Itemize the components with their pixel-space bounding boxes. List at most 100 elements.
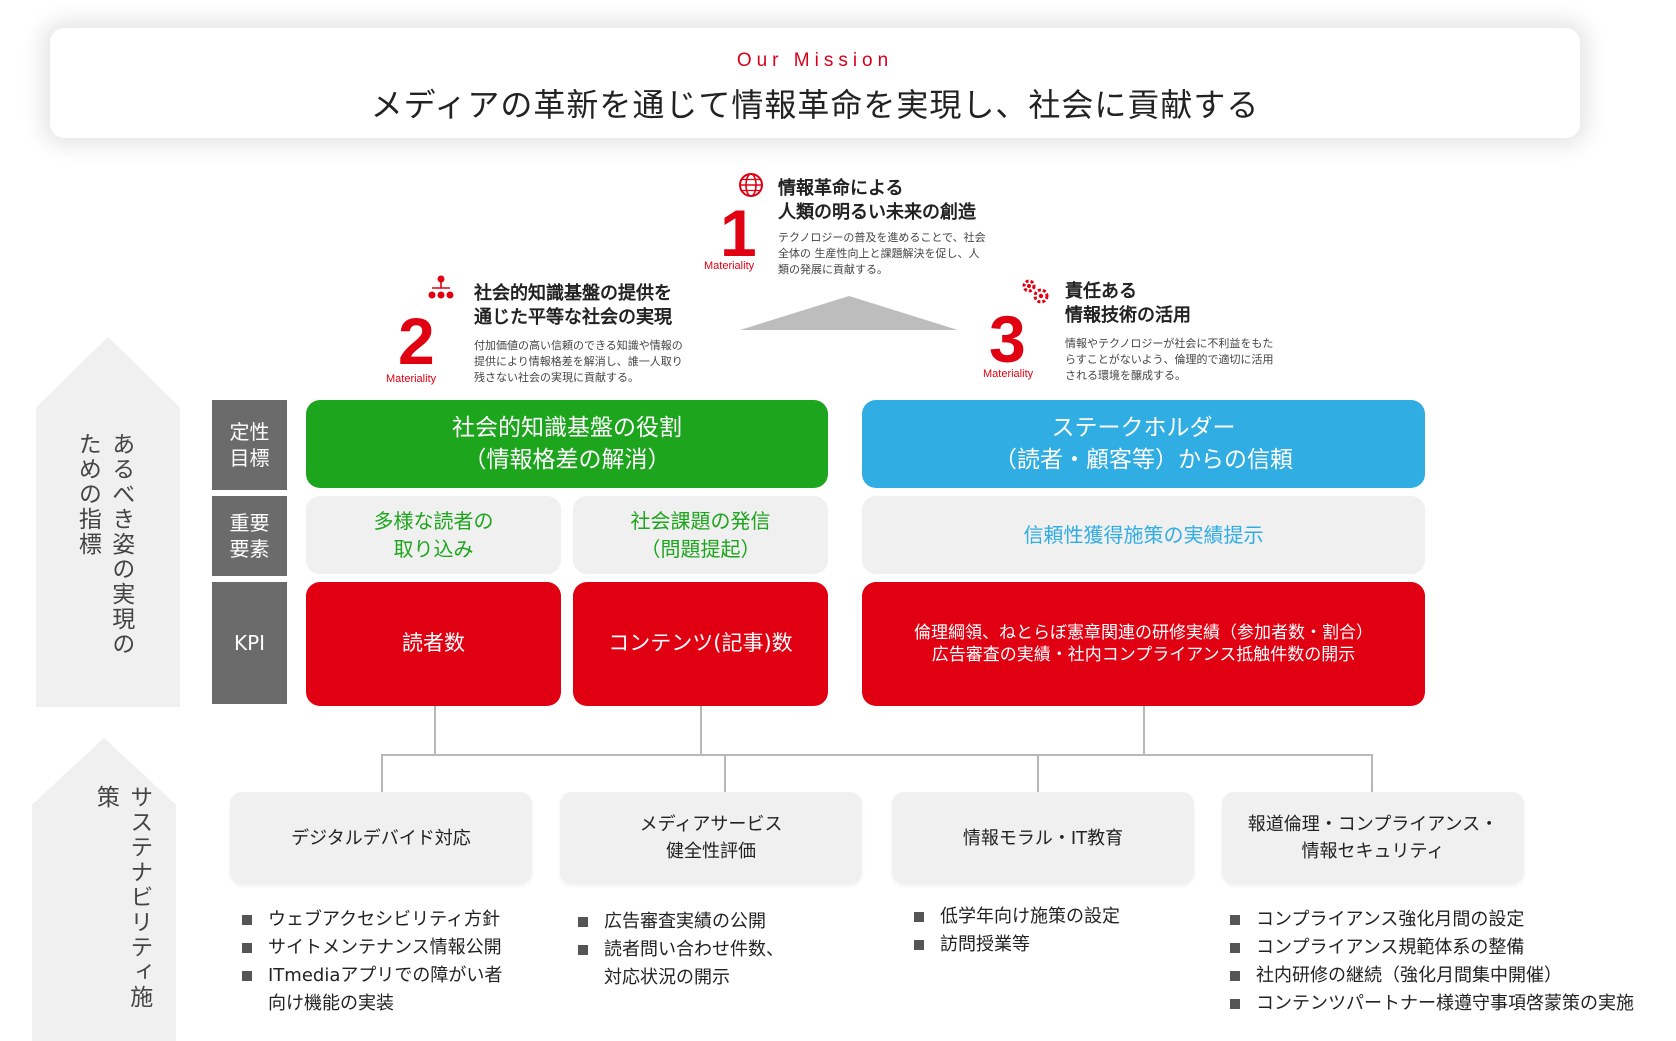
list-item: 低学年向け施策の設定 <box>912 903 1192 931</box>
materiality-title: 社会的知識基盤の提供を <box>474 283 672 304</box>
materiality-desc: される環境を醸成する。 <box>1065 368 1186 382</box>
goal-knowledge-role: 社会的知識基盤の役割 （情報格差の解消） <box>306 400 828 488</box>
goal-text: （読者・顧客等）からの信頼 <box>994 447 1293 473</box>
kpi-text: 読者数 <box>402 631 465 656</box>
bullet-text: ウェブアクセシビリティ方針 <box>268 909 501 930</box>
materiality-word: Materiality <box>983 368 1034 380</box>
kpi-readers: 読者数 <box>306 582 561 706</box>
list-item: 広告審査実績の公開 <box>576 908 866 936</box>
bullet-text: 向け機能の実装 <box>268 992 394 1014</box>
globe-icon <box>739 173 763 197</box>
row-label-text: 重要 <box>229 511 270 535</box>
materiality-desc: テクノロジーの普及を進めることで、社会 <box>778 231 986 244</box>
goal-stakeholder-trust: ステークホルダー （読者・顧客等）からの信頼 <box>862 400 1425 488</box>
measure-compliance: 報道倫理・コンプライアンス・ 情報セキュリティ <box>1222 792 1524 884</box>
measure-bullets: ウェブアクセシビリティ方針 サイトメンテナンス情報公開 ITmediaアプリでの… <box>240 906 540 1018</box>
goal-text: ステークホルダー <box>1051 414 1236 441</box>
bullet-text: コンテンツパートナー様遵守事項啓蒙策の実施 <box>1256 992 1634 1014</box>
bullet-text: サイトメンテナンス情報公開 <box>268 936 502 958</box>
row-label-elements: 重要 要素 <box>212 496 287 576</box>
materiality-title: 人類の明るい未来の創造 <box>778 202 976 224</box>
measure-title: 情報セキュリティ <box>1301 841 1445 862</box>
materiality-title: 情報革命による <box>778 178 904 199</box>
bullet-text: 社内研修の継続（強化月間集中開催） <box>1256 964 1562 986</box>
list-item: コンプライアンス強化月間の設定 <box>1228 906 1672 934</box>
materiality-number: 1 <box>720 196 757 270</box>
materiality-desc: 類の発展に貢献する。 <box>778 262 888 276</box>
materiality-2: 2 Materiality 社会的知識基盤の提供を 通じた平等な社会の実現 付加… <box>386 272 728 387</box>
mission-statement: メディアの革新を通じて情報革命を実現し、社会に貢献する <box>370 86 1260 124</box>
row-label-text: 目標 <box>229 446 270 470</box>
kpi-text: 広告審査の実績・社内コンプライアンス抵触件数の開示 <box>931 645 1356 665</box>
list-item: コンプライアンス規範体系の整備 <box>1228 934 1672 962</box>
element-text: （問題提起） <box>640 537 761 561</box>
bullet-text: ITmediaアプリでの障がい者 <box>268 964 503 986</box>
kpi-text: 倫理綱領、ねとらぼ憲章関連の研修実績（参加者数・割合） <box>914 622 1373 643</box>
gears-icon <box>1022 279 1049 304</box>
measure-title: デジタルデバイド対応 <box>291 827 471 849</box>
side-label-indicators: あるべき姿の実現のための指標 <box>74 432 134 657</box>
measure-title: 健全性評価 <box>666 841 756 862</box>
connector-line <box>1037 754 1039 792</box>
connector-line <box>1371 754 1373 792</box>
side-label-measures: サステナビリティ施策 <box>92 785 152 1010</box>
measure-bullets: コンプライアンス強化月間の設定 コンプライアンス規範体系の整備 社内研修の継続（… <box>1228 906 1672 1018</box>
side-arrow-indicators <box>36 337 180 707</box>
connector-line <box>434 706 436 754</box>
kpi-text: コンテンツ(記事)数 <box>608 631 793 656</box>
element-text: 社会課題の発信 <box>630 509 771 533</box>
connector-line <box>724 754 726 792</box>
measure-bullets: 低学年向け施策の設定 訪問授業等 <box>912 903 1192 959</box>
materiality-word: Materiality <box>704 260 755 272</box>
measure-media-service: メディアサービス 健全性評価 <box>560 792 862 884</box>
bullet-text: 低学年向け施策の設定 <box>940 906 1120 927</box>
bullet-text: 訪問授業等 <box>940 933 1030 955</box>
materiality-number: 2 <box>398 304 435 378</box>
goal-text: （情報格差の解消） <box>463 447 671 473</box>
bullet-text: コンプライアンス強化月間の設定 <box>1256 909 1525 930</box>
row-label-text: 要素 <box>229 537 270 561</box>
list-item: 社内研修の継続（強化月間集中開催） <box>1228 962 1672 990</box>
measure-bullets: 広告審査実績の公開 読者問い合わせ件数、対応状況の開示 <box>576 908 866 992</box>
list-item: 読者問い合わせ件数、対応状況の開示 <box>576 936 866 992</box>
connector-line <box>700 706 702 754</box>
materiality-desc: 全体の 生産性向上と課題解決を促し、人 <box>778 246 980 260</box>
element-social-issues: 社会課題の発信 （問題提起） <box>573 496 828 574</box>
list-item: ウェブアクセシビリティ方針 <box>240 906 540 934</box>
connector-line <box>381 754 383 792</box>
side-arrow-measures <box>32 738 176 1041</box>
measure-digital-divide: デジタルデバイド対応 <box>230 792 532 884</box>
mission-label: Our Mission <box>736 50 894 71</box>
connector-line <box>381 754 1373 756</box>
element-text: 多様な読者の <box>373 509 494 533</box>
measure-title: 情報モラル・IT教育 <box>962 827 1124 849</box>
element-text: 取り込み <box>393 537 474 561</box>
materiality-title: 通じた平等な社会の実現 <box>474 307 672 329</box>
materiality-desc: 提供により情報格差を解消し、誰一人取り <box>474 354 683 368</box>
connector-line <box>1143 706 1145 754</box>
materiality-desc: 付加価値の高い信頼のできる知識や情報の <box>474 339 683 352</box>
kpi-contents: コンテンツ(記事)数 <box>573 582 828 706</box>
materiality-title: 情報技術の活用 <box>1065 305 1191 327</box>
bullet-text: 広告審査実績の公開 <box>604 911 766 932</box>
element-trust-measures: 信頼性獲得施策の実績提示 <box>862 496 1425 574</box>
mission-banner: Our Mission メディアの革新を通じて情報革命を実現し、社会に貢献する <box>50 28 1580 138</box>
measure-title: メディアサービス <box>639 814 783 835</box>
materiality-desc: 残さない社会の実現に貢献する。 <box>474 370 639 384</box>
materiality-word: Materiality <box>386 373 437 385</box>
row-label-qualitative: 定性 目標 <box>212 400 287 490</box>
materiality-3: 3 Materiality 責任ある 情報技術の活用 情報やテクノロジーが社会に… <box>983 276 1305 386</box>
measure-it-education: 情報モラル・IT教育 <box>892 792 1194 884</box>
bullet-text: コンプライアンス規範体系の整備 <box>1256 936 1525 958</box>
network-icon <box>428 275 454 299</box>
row-label-kpi: KPI <box>212 582 287 704</box>
materiality-1: 1 Materiality 情報革命による 人類の明るい未来の創造 テクノロジー… <box>700 170 1020 280</box>
materiality-number: 3 <box>989 302 1026 376</box>
pyramid-triangle <box>740 296 958 330</box>
list-item: サイトメンテナンス情報公開 <box>240 934 540 962</box>
list-item: ITmediaアプリでの障がい者向け機能の実装 <box>240 962 540 1018</box>
goal-text: 社会的知識基盤の役割 <box>452 414 682 441</box>
row-label-text: 定性 <box>229 420 270 444</box>
bullet-text: 対応状況の開示 <box>604 966 730 988</box>
list-item: コンテンツパートナー様遵守事項啓蒙策の実施 <box>1228 990 1672 1018</box>
